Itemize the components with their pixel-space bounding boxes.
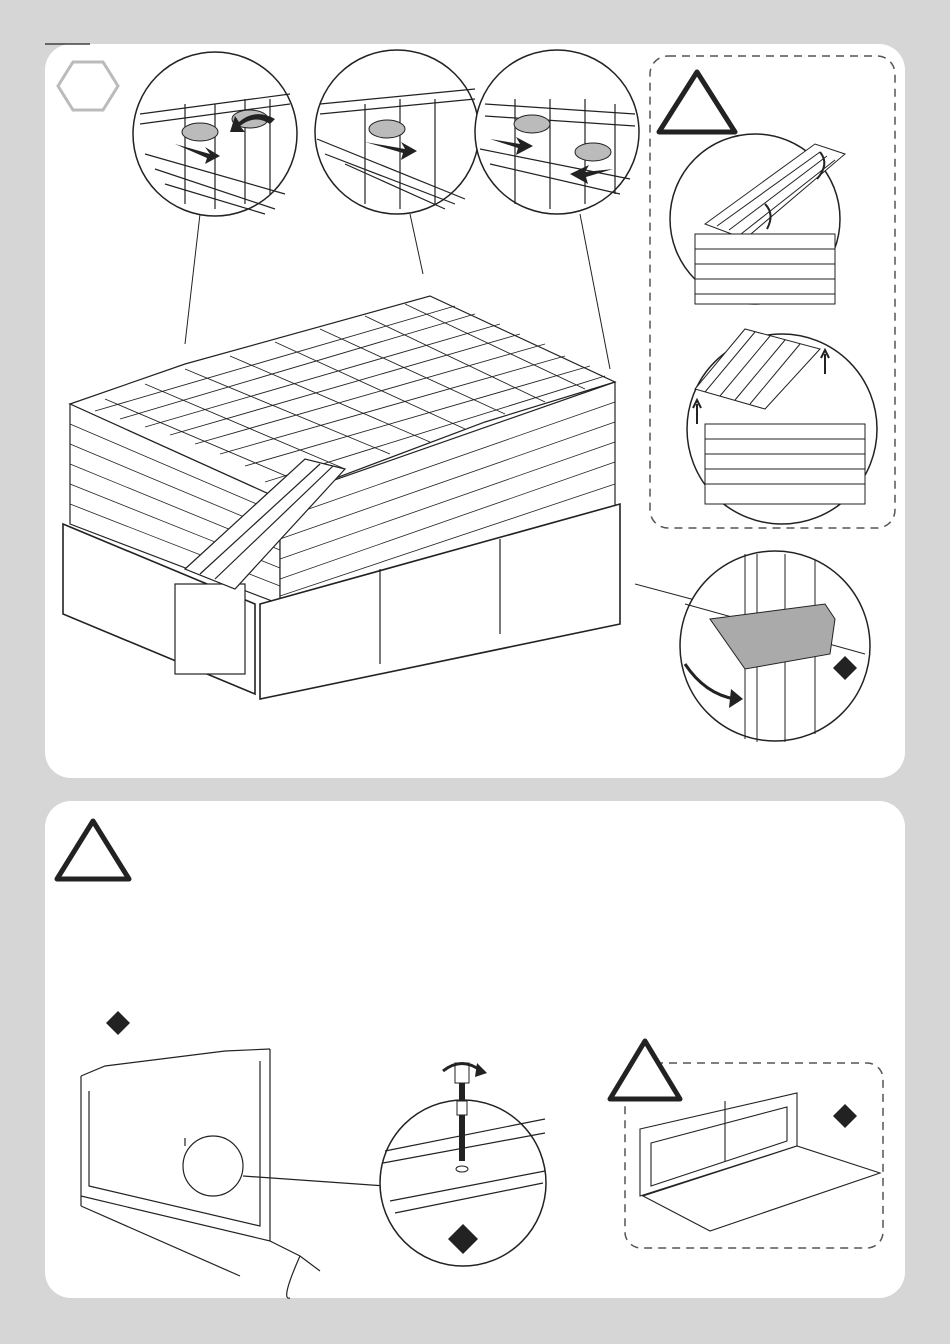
warning-box-roof xyxy=(650,56,895,528)
roof-lift-detail xyxy=(670,134,845,304)
warning-triangle-icon xyxy=(610,1041,680,1099)
cage-assembly-illustration xyxy=(45,44,905,778)
clip-detail-right xyxy=(475,50,639,214)
screw-warning-box xyxy=(610,1041,883,1248)
base-panel-view xyxy=(81,1049,385,1298)
diamond-marker-icon xyxy=(106,1011,130,1035)
wall-clip-detail xyxy=(680,551,870,742)
screw-detail xyxy=(380,1063,546,1266)
roof-remove-detail xyxy=(687,329,877,524)
step-panel-bottom xyxy=(45,801,905,1298)
diamond-marker-icon xyxy=(833,1104,857,1128)
warning-triangle-icon xyxy=(57,821,129,879)
base-assembly-illustration xyxy=(45,801,905,1298)
hexagon-badge-icon xyxy=(58,62,118,110)
warning-triangle-icon xyxy=(659,72,735,132)
step-panel-top xyxy=(45,44,905,778)
clip-detail-left xyxy=(133,52,297,216)
clip-detail-middle xyxy=(315,50,479,214)
